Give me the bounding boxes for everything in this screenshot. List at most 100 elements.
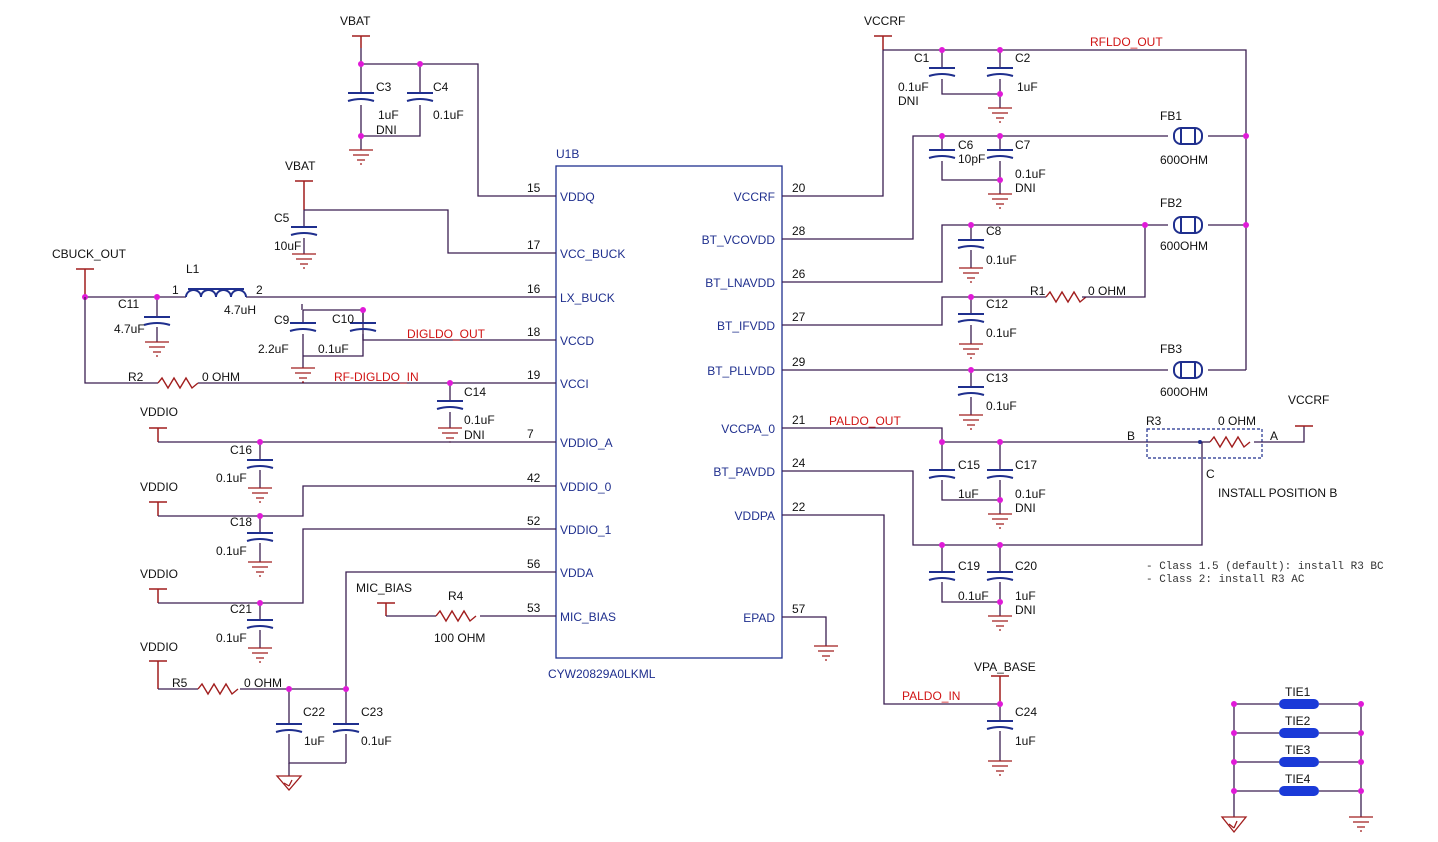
left-pin-number: 53 [527,601,541,615]
right-pin-number: 24 [792,456,806,470]
c10-ref: C10 [332,312,354,326]
c20-ref: C20 [1015,559,1037,573]
tie-jumper [1279,728,1319,738]
ic-left-pins: 15VDDQ17VCC_BUCK16LX_BUCK18VCCD19VCCI7VD… [508,181,625,624]
tie-junction-left [1231,788,1237,794]
vddio-a-group: VDDIO C16 0.1uF [140,405,508,503]
tie-jumper [1279,786,1319,796]
tie-label: TIE4 [1285,772,1311,786]
l1-ref: L1 [186,262,200,276]
left-pin-number: 15 [527,181,541,195]
vccrf-top-label: VCCRF [864,14,905,28]
c1-ref: C1 [914,51,930,65]
c16-value: 0.1uF [216,471,247,485]
c3-ref: C3 [376,80,392,94]
left-pin-number: 56 [527,557,541,571]
c16-ref: C16 [230,443,252,457]
r3-value: 0 OHM [1218,414,1256,428]
vdda-group: VDDIO R5 0 OHM C22 1uF C23 0.1uF [140,571,508,791]
vddio-1-label: VDDIO [140,405,178,419]
tie-junction-right [1358,759,1364,765]
right-pin-name: BT_PAVDD [713,465,775,479]
tie-junction-left [1231,730,1237,736]
cbuck-out-label: CBUCK_OUT [52,247,127,261]
c15-value: 1uF [958,487,979,501]
left-pin-name: LX_BUCK [560,291,615,305]
c12-value: 0.1uF [986,326,1017,340]
vccd-decoupling-group: C9 2.2uF C10 0.1uF DIGLDO_OUT [258,307,508,383]
c22-ref: C22 [303,705,325,719]
c1-note: DNI [898,94,919,108]
c6-ref: C6 [958,138,974,152]
c11-value: 4.7uF [114,322,145,336]
c1-value: 0.1uF [898,80,929,94]
r5-value: 0 OHM [244,676,282,690]
fb1-value: 600OHM [1160,153,1208,167]
c17-value: 0.1uF [1015,487,1046,501]
tie-label: TIE2 [1285,714,1311,728]
note-line-2: - Class 2: install R3 AC [1146,574,1305,586]
tie-jumper [1279,757,1319,767]
bt-vcovdd-group: C6 10pF C7 0.1uF DNI FB1 600OHM [782,109,1249,370]
paldo-out-net: PALDO_OUT [829,414,901,428]
c19-ref: C19 [958,559,980,573]
r1-value: 0 OHM [1088,284,1126,298]
c5-ref: C5 [274,211,290,225]
left-pin-number: 18 [527,325,541,339]
fb2-value: 600OHM [1160,239,1208,253]
left-pin-name: MIC_BIAS [560,610,616,624]
c14-ref: C14 [464,385,486,399]
vccrf-group: VCCRF RFLDO_OUT C1 0.1uF DNI C2 1uF [782,14,1247,197]
right-pin-number: 29 [792,355,806,369]
left-pin-name: VCC_BUCK [560,247,625,261]
r4-ref: R4 [448,589,464,603]
right-pin-name: VCCRF [734,190,775,204]
c23-value: 0.1uF [361,734,392,748]
tie-junction-left [1231,759,1237,765]
tie-junction-right [1358,788,1364,794]
right-pin-number: 20 [792,181,806,195]
ic-ref: U1B [556,147,579,161]
c21-value: 0.1uF [216,631,247,645]
c13-ref: C13 [986,371,1008,385]
left-pin-number: 16 [527,282,541,296]
r3-ref: R3 [1146,414,1162,428]
bt-pllvdd-group: C13 0.1uF FB3 600OHM [782,342,1246,430]
vcc-buck-decoupling-group: VBAT C5 10uF [274,159,508,269]
left-pin-name: VDDIO_A [560,436,613,450]
left-pin-name: VDDQ [560,190,595,204]
c7-value: 0.1uF [1015,167,1046,181]
tie-label: TIE1 [1285,685,1311,699]
l1-pin2: 2 [256,283,263,297]
c9-value: 2.2uF [258,342,289,356]
c13-value: 0.1uF [986,399,1017,413]
right-pin-name: EPAD [743,611,775,625]
ferrite-bead-fb3 [1173,361,1203,379]
left-pin-number: 42 [527,471,541,485]
left-pin-number: 17 [527,238,541,252]
c18-ref: C18 [230,515,252,529]
c17-note: DNI [1015,501,1036,515]
right-pin-number: 21 [792,413,806,427]
fb3-value: 600OHM [1160,385,1208,399]
r3-pin-c: C [1206,467,1215,481]
tie-label: TIE3 [1285,743,1311,757]
right-pin-number: 28 [792,224,806,238]
c19-value: 0.1uF [958,589,989,603]
c14-note: DNI [464,428,485,442]
fb2-ref: FB2 [1160,196,1182,210]
left-pin-number: 19 [527,368,541,382]
right-pin-number: 57 [792,602,806,616]
r3-pin-a: A [1270,429,1278,443]
left-pin-name: VCCD [560,334,594,348]
fb3-ref: FB3 [1160,342,1182,356]
right-pin-name: BT_PLLVDD [707,364,775,378]
paldo-in-net: PALDO_IN [902,689,960,703]
c20-value: 1uF [1015,589,1036,603]
note-line-1: - Class 1.5 (default): install R3 BC [1146,561,1384,573]
r2-ref: R2 [128,370,144,384]
vddio-4-label: VDDIO [140,640,178,654]
